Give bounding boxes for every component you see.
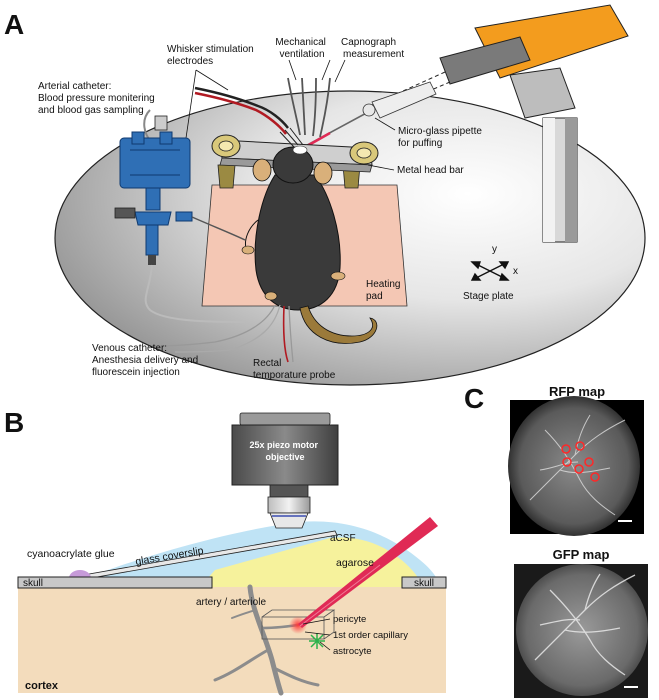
micro-glass-pipette: [297, 81, 437, 152]
venous-catheter-label: Venous catheter: Anesthesia delivery and…: [92, 343, 201, 378]
objective: [231, 412, 339, 529]
ventilation-label: Mechanical ventilation: [275, 37, 328, 60]
rfp-image: [508, 396, 644, 536]
arterial-catheter-label: Arterial catheter: Blood pressure monite…: [38, 81, 158, 116]
arterial-catheter: [114, 109, 246, 323]
mouse: [241, 145, 378, 344]
skull-left: [17, 576, 213, 589]
capillary-label: 1st order capillary: [333, 630, 408, 641]
skull-right-label: skull: [414, 578, 434, 589]
glue-label: cyanoacrylate glue: [27, 548, 115, 560]
rfp-roi-circles: [561, 441, 600, 482]
panel-a-letter: A: [4, 9, 24, 40]
skull-right: [401, 576, 447, 589]
whisker-electrodes: [185, 69, 304, 148]
agarose-label: agarose: [336, 557, 374, 569]
stage-plate-label: Stage plate: [463, 291, 514, 302]
imaging-volume: [261, 609, 336, 640]
acsf-label: aCSF: [330, 533, 356, 544]
whisker-electrodes-label: Whisker stimulation electrodes: [167, 44, 256, 67]
cortex: [18, 587, 446, 693]
tail-lines: [154, 304, 294, 363]
panel-c-letter: C: [464, 383, 484, 414]
pipette-b: [298, 517, 438, 628]
cortex-label: cortex: [25, 680, 59, 692]
manipulator: [371, 4, 629, 243]
pipette-label: Micro-glass pipette for puffing: [398, 126, 485, 149]
panel-a: A: [4, 4, 646, 386]
rectal-probe-label: Rectal temporature probe: [253, 358, 336, 381]
ventilation-tubes: [287, 59, 346, 138]
stage-xy-arrows: [470, 261, 510, 281]
axis-x-label: x: [513, 266, 518, 277]
astrocyte-marker: [309, 633, 325, 649]
panel-b-letter: B: [4, 407, 24, 438]
panel-b: B: [4, 407, 447, 696]
gfp-scale-bar: [624, 686, 638, 688]
rfp-scale-bar: [618, 520, 632, 522]
axis-y-label: y: [492, 244, 497, 255]
head-bar-leader: [367, 164, 395, 171]
capnograph-label: Capnograph measurement: [341, 37, 404, 60]
leader-lines-b: [302, 618, 331, 651]
rfp-title: RFP map: [549, 384, 605, 399]
skull-left-label: skull: [23, 578, 43, 589]
objective-label: 25x piezo motor objective: [249, 440, 320, 462]
gfp-title: GFP map: [553, 547, 610, 562]
astrocyte-label: astrocyte: [333, 646, 372, 657]
pericyte-label: pericyte: [333, 614, 366, 625]
gfp-image: [514, 564, 648, 698]
head-bar-label: Metal head bar: [397, 165, 464, 176]
pipette-leader: [374, 117, 396, 131]
panel-c: C RFP map GFP map: [464, 383, 648, 698]
artery-label: artery / arteriole: [196, 597, 266, 608]
heating-pad-label: Heating pad: [366, 279, 403, 302]
